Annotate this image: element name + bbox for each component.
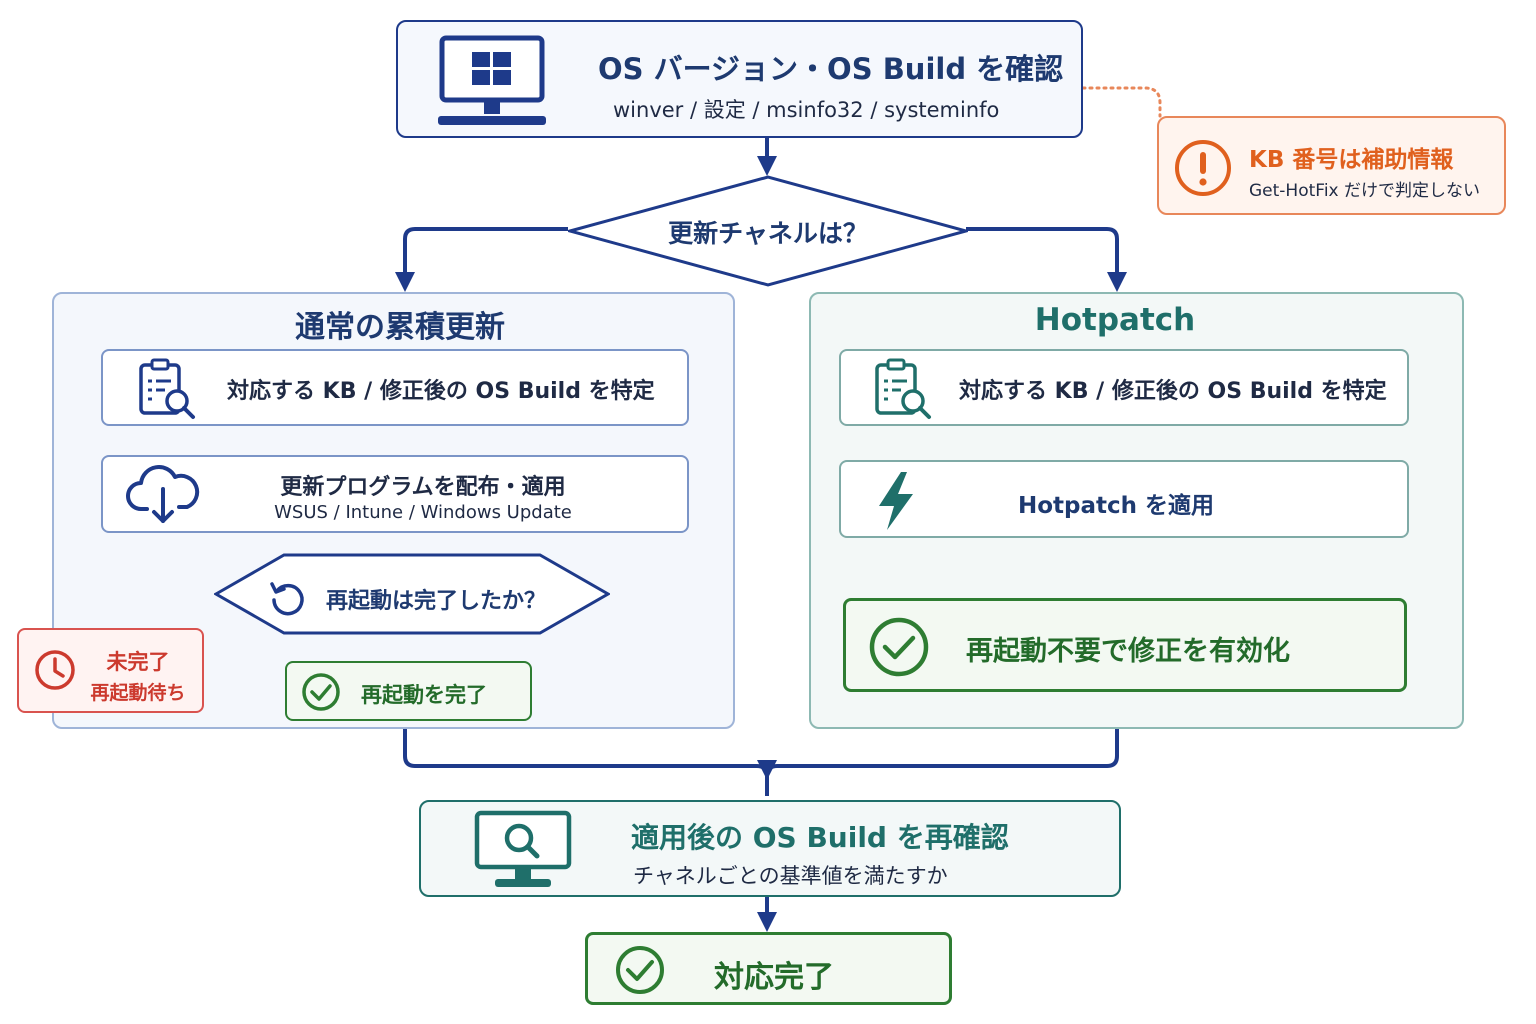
verify-title: 適用後の OS Build を再確認 [631, 821, 1009, 854]
regular-identify-label: 対応する KB / 修正後の OS Build を特定 [227, 379, 655, 404]
reboot-question: 再起動は完了したか？ [326, 589, 547, 614]
start-title: OS バージョン・OS Build を確認 [598, 52, 1064, 86]
reboot-done: 再起動を完了 [285, 661, 532, 721]
channel-decision-label: 更新チャネルは？ [668, 219, 868, 248]
cloud-download-icon [126, 465, 200, 523]
monitor-search-icon [474, 810, 572, 887]
check-circle-icon [869, 617, 929, 677]
check-circle-icon [616, 946, 664, 994]
monitor-windows-icon [438, 35, 546, 125]
reboot-done-label: 再起動を完了 [361, 683, 487, 707]
verify-step: 適用後の OS Build を再確認 チャネルごとの基準値を満たすか [419, 800, 1121, 897]
start-subtitle: winver / 設定 / msinfo32 / systeminfo [613, 98, 1000, 122]
clipboard-search-icon [875, 358, 931, 419]
hotpatch-apply-step: Hotpatch を適用 [839, 460, 1409, 538]
incomplete-text: 再起動待ち [90, 682, 186, 704]
reboot-decision [214, 553, 610, 635]
hotpatch-identify-label: 対応する KB / 修正後の OS Build を特定 [959, 379, 1387, 404]
clipboard-search-icon [139, 358, 195, 419]
reboot-incomplete: 未完了 再起動待ち [17, 628, 204, 713]
hotpatch-title: Hotpatch [1034, 302, 1196, 338]
done-label: 対応完了 [714, 960, 834, 995]
channel-decision [568, 175, 968, 287]
regular-identify-step: 対応する KB / 修正後の OS Build を特定 [101, 349, 689, 426]
hotpatch-identify-step: 対応する KB / 修正後の OS Build を特定 [839, 349, 1409, 426]
done-step: 対応完了 [585, 932, 952, 1005]
lightning-icon [879, 472, 913, 530]
arrow-merge [403, 728, 1119, 796]
kb-note: KB 番号は補助情報 Get-HotFix だけで判定しない [1157, 116, 1506, 215]
note-title: KB 番号は補助情報 [1249, 147, 1454, 173]
regular-deploy-tools: WSUS / Intune / Windows Update [274, 502, 572, 523]
hotpatch-apply-label: Hotpatch を適用 [1017, 493, 1215, 519]
clock-icon [35, 650, 75, 690]
start-step: OS バージョン・OS Build を確認 winver / 設定 / msin… [396, 20, 1083, 138]
regular-title: 通常の累積更新 [295, 310, 505, 345]
regular-deploy-step: 更新プログラムを配布・適用 WSUS / Intune / Windows Up… [101, 455, 689, 533]
exclamation-icon [1175, 140, 1231, 196]
check-circle-icon [302, 673, 340, 711]
regular-deploy-title: 更新プログラムを配布・適用 [280, 475, 566, 500]
note-connector [1081, 86, 1162, 118]
incomplete-title: 未完了 [106, 650, 170, 674]
hotpatch-result-label: 再起動不要で修正を有効化 [966, 636, 1290, 667]
arrow-decision-to-regular [395, 227, 568, 292]
hotpatch-result: 再起動不要で修正を有効化 [843, 598, 1407, 692]
note-text: Get-HotFix だけで判定しない [1249, 181, 1481, 201]
verify-subtitle: チャネルごとの基準値を満たすか [633, 864, 948, 888]
arrow-decision-to-hotpatch [966, 227, 1127, 292]
restart-icon [270, 582, 304, 616]
